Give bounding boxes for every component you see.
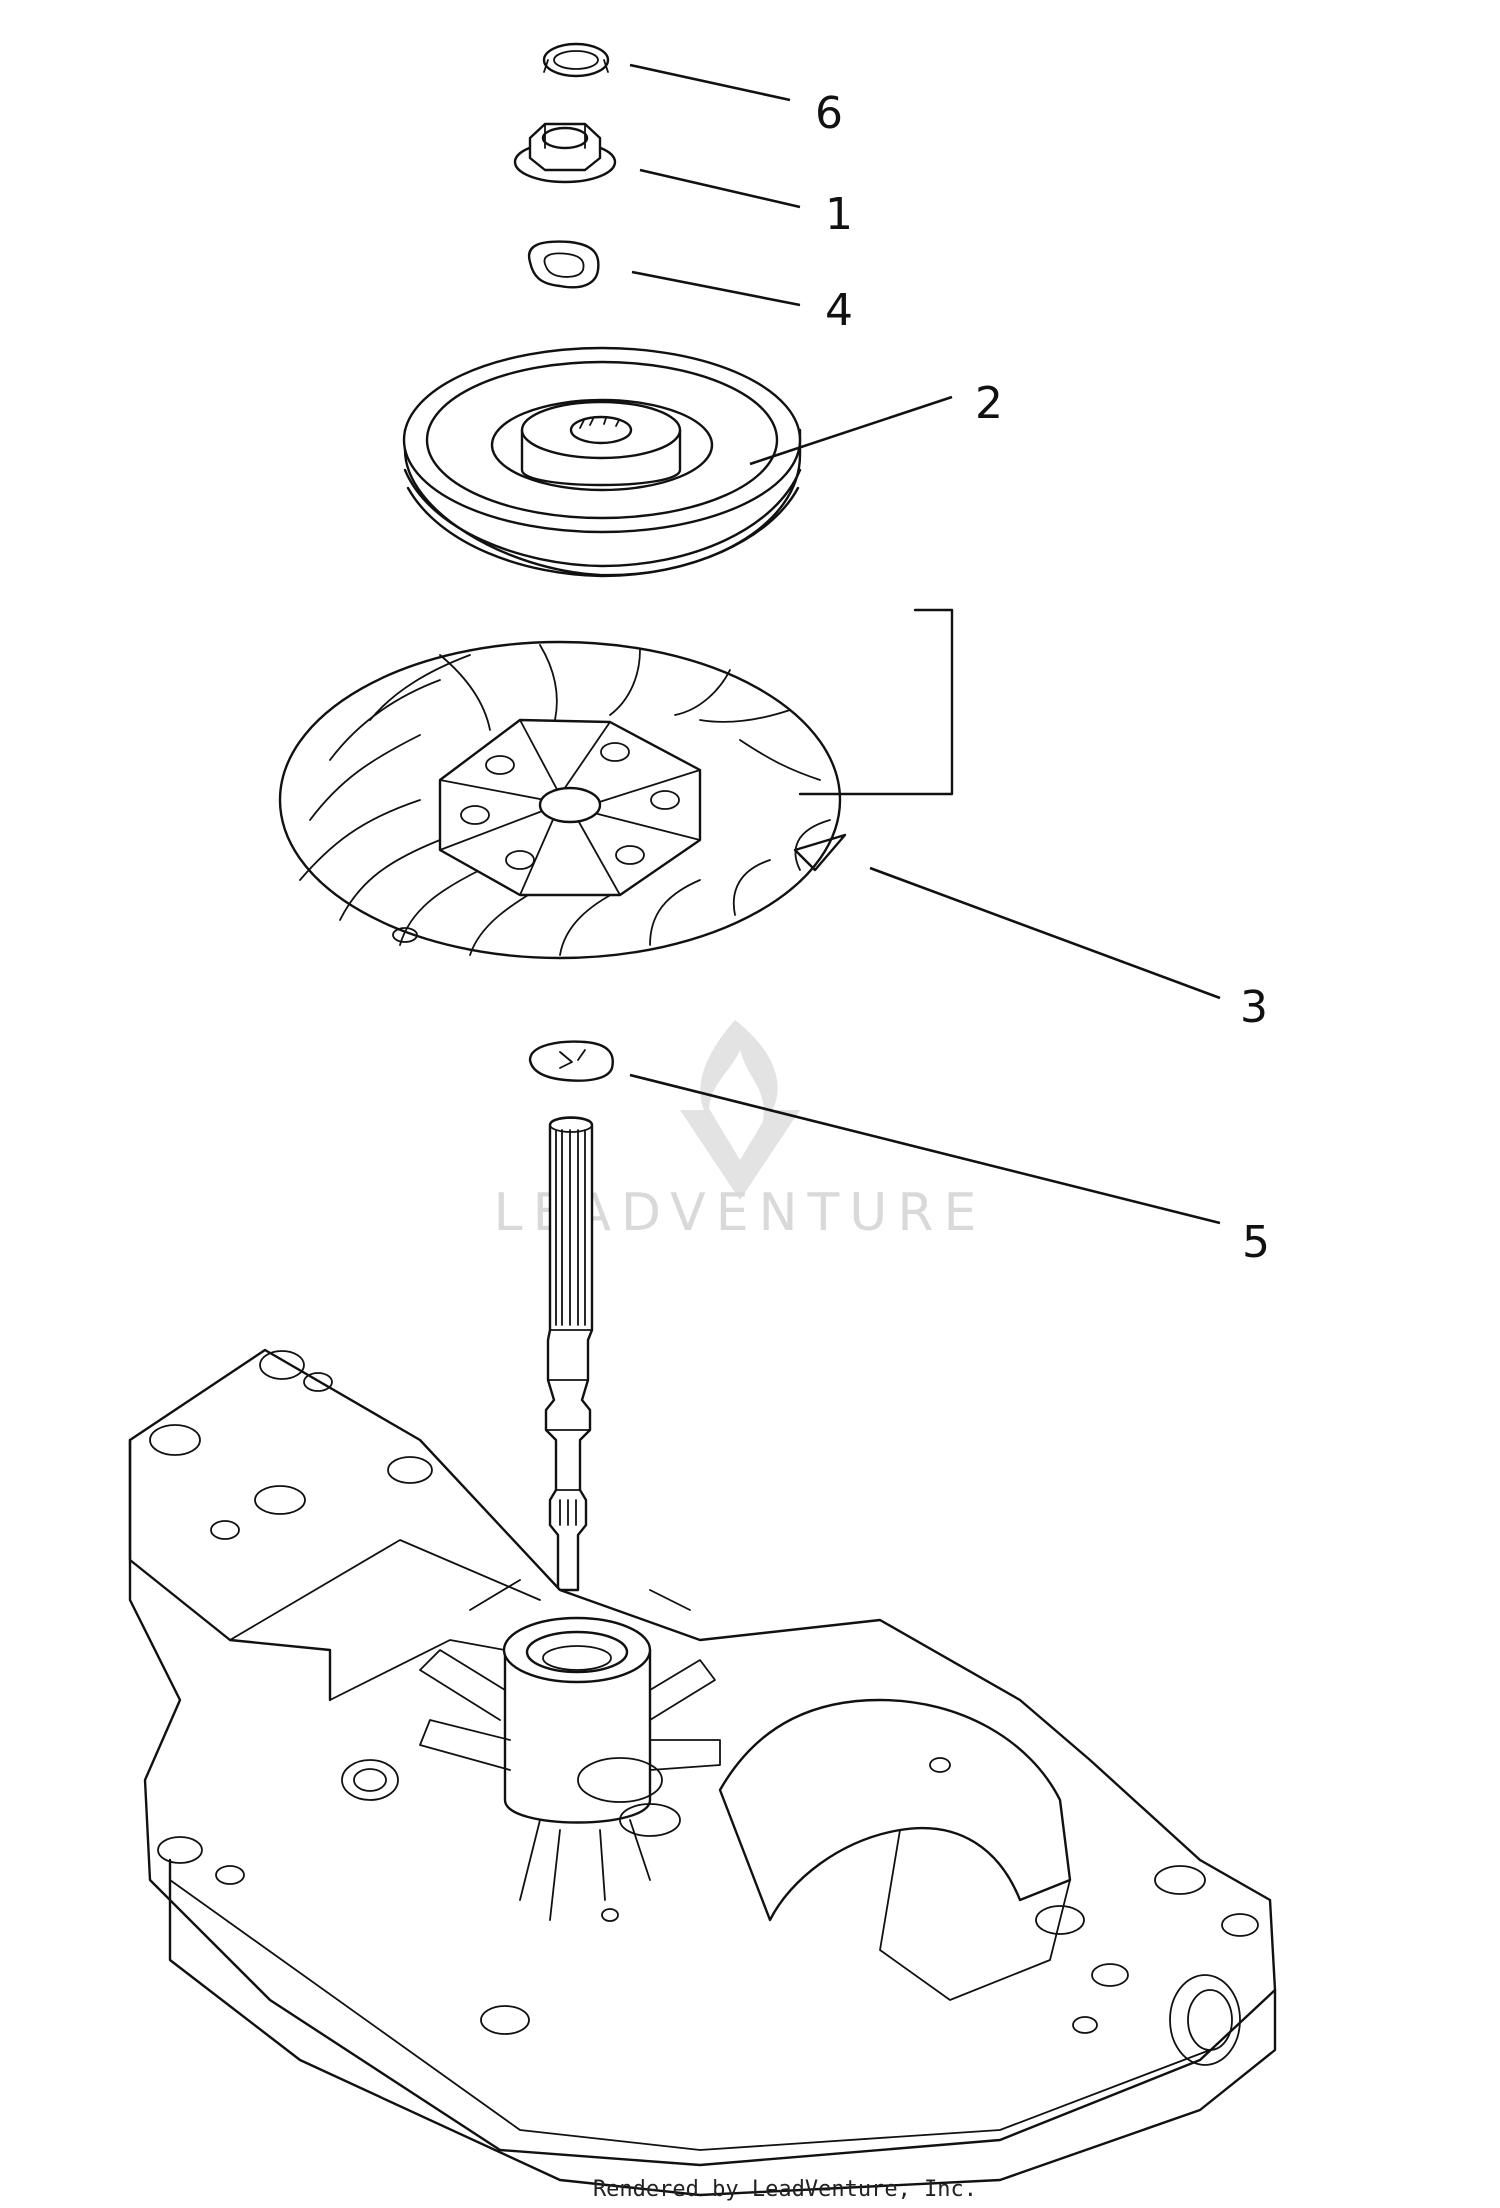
callout-1: 1 — [825, 189, 853, 240]
transmission-housing-part — [128, 1348, 1277, 2197]
pulley-part — [402, 346, 802, 578]
leader-line-2 — [749, 395, 953, 466]
watermark-logo — [680, 1020, 800, 1200]
flange-nut-part — [513, 122, 617, 184]
e-clip-part — [528, 1040, 614, 1082]
callout-5: 5 — [1242, 1217, 1270, 1268]
callout-3: 3 — [1240, 982, 1268, 1033]
retaining-ring-part — [542, 42, 610, 78]
callout-4: 4 — [825, 285, 853, 336]
callout-6: 6 — [815, 88, 843, 139]
input-shaft-part — [544, 1116, 594, 1592]
render-credit: Rendered by LeadVenture, Inc. — [593, 2177, 977, 2202]
callout-2: 2 — [975, 378, 1003, 429]
leader-line-3 — [869, 866, 1221, 1000]
leader-line-6 — [629, 63, 791, 102]
cooling-fan-part — [278, 640, 847, 960]
leader-line-5 — [629, 1073, 1221, 1225]
leader-line-1 — [639, 168, 801, 209]
fan-bracket-line — [798, 608, 954, 796]
leader-line-4 — [631, 270, 801, 307]
washer-part — [527, 240, 600, 289]
